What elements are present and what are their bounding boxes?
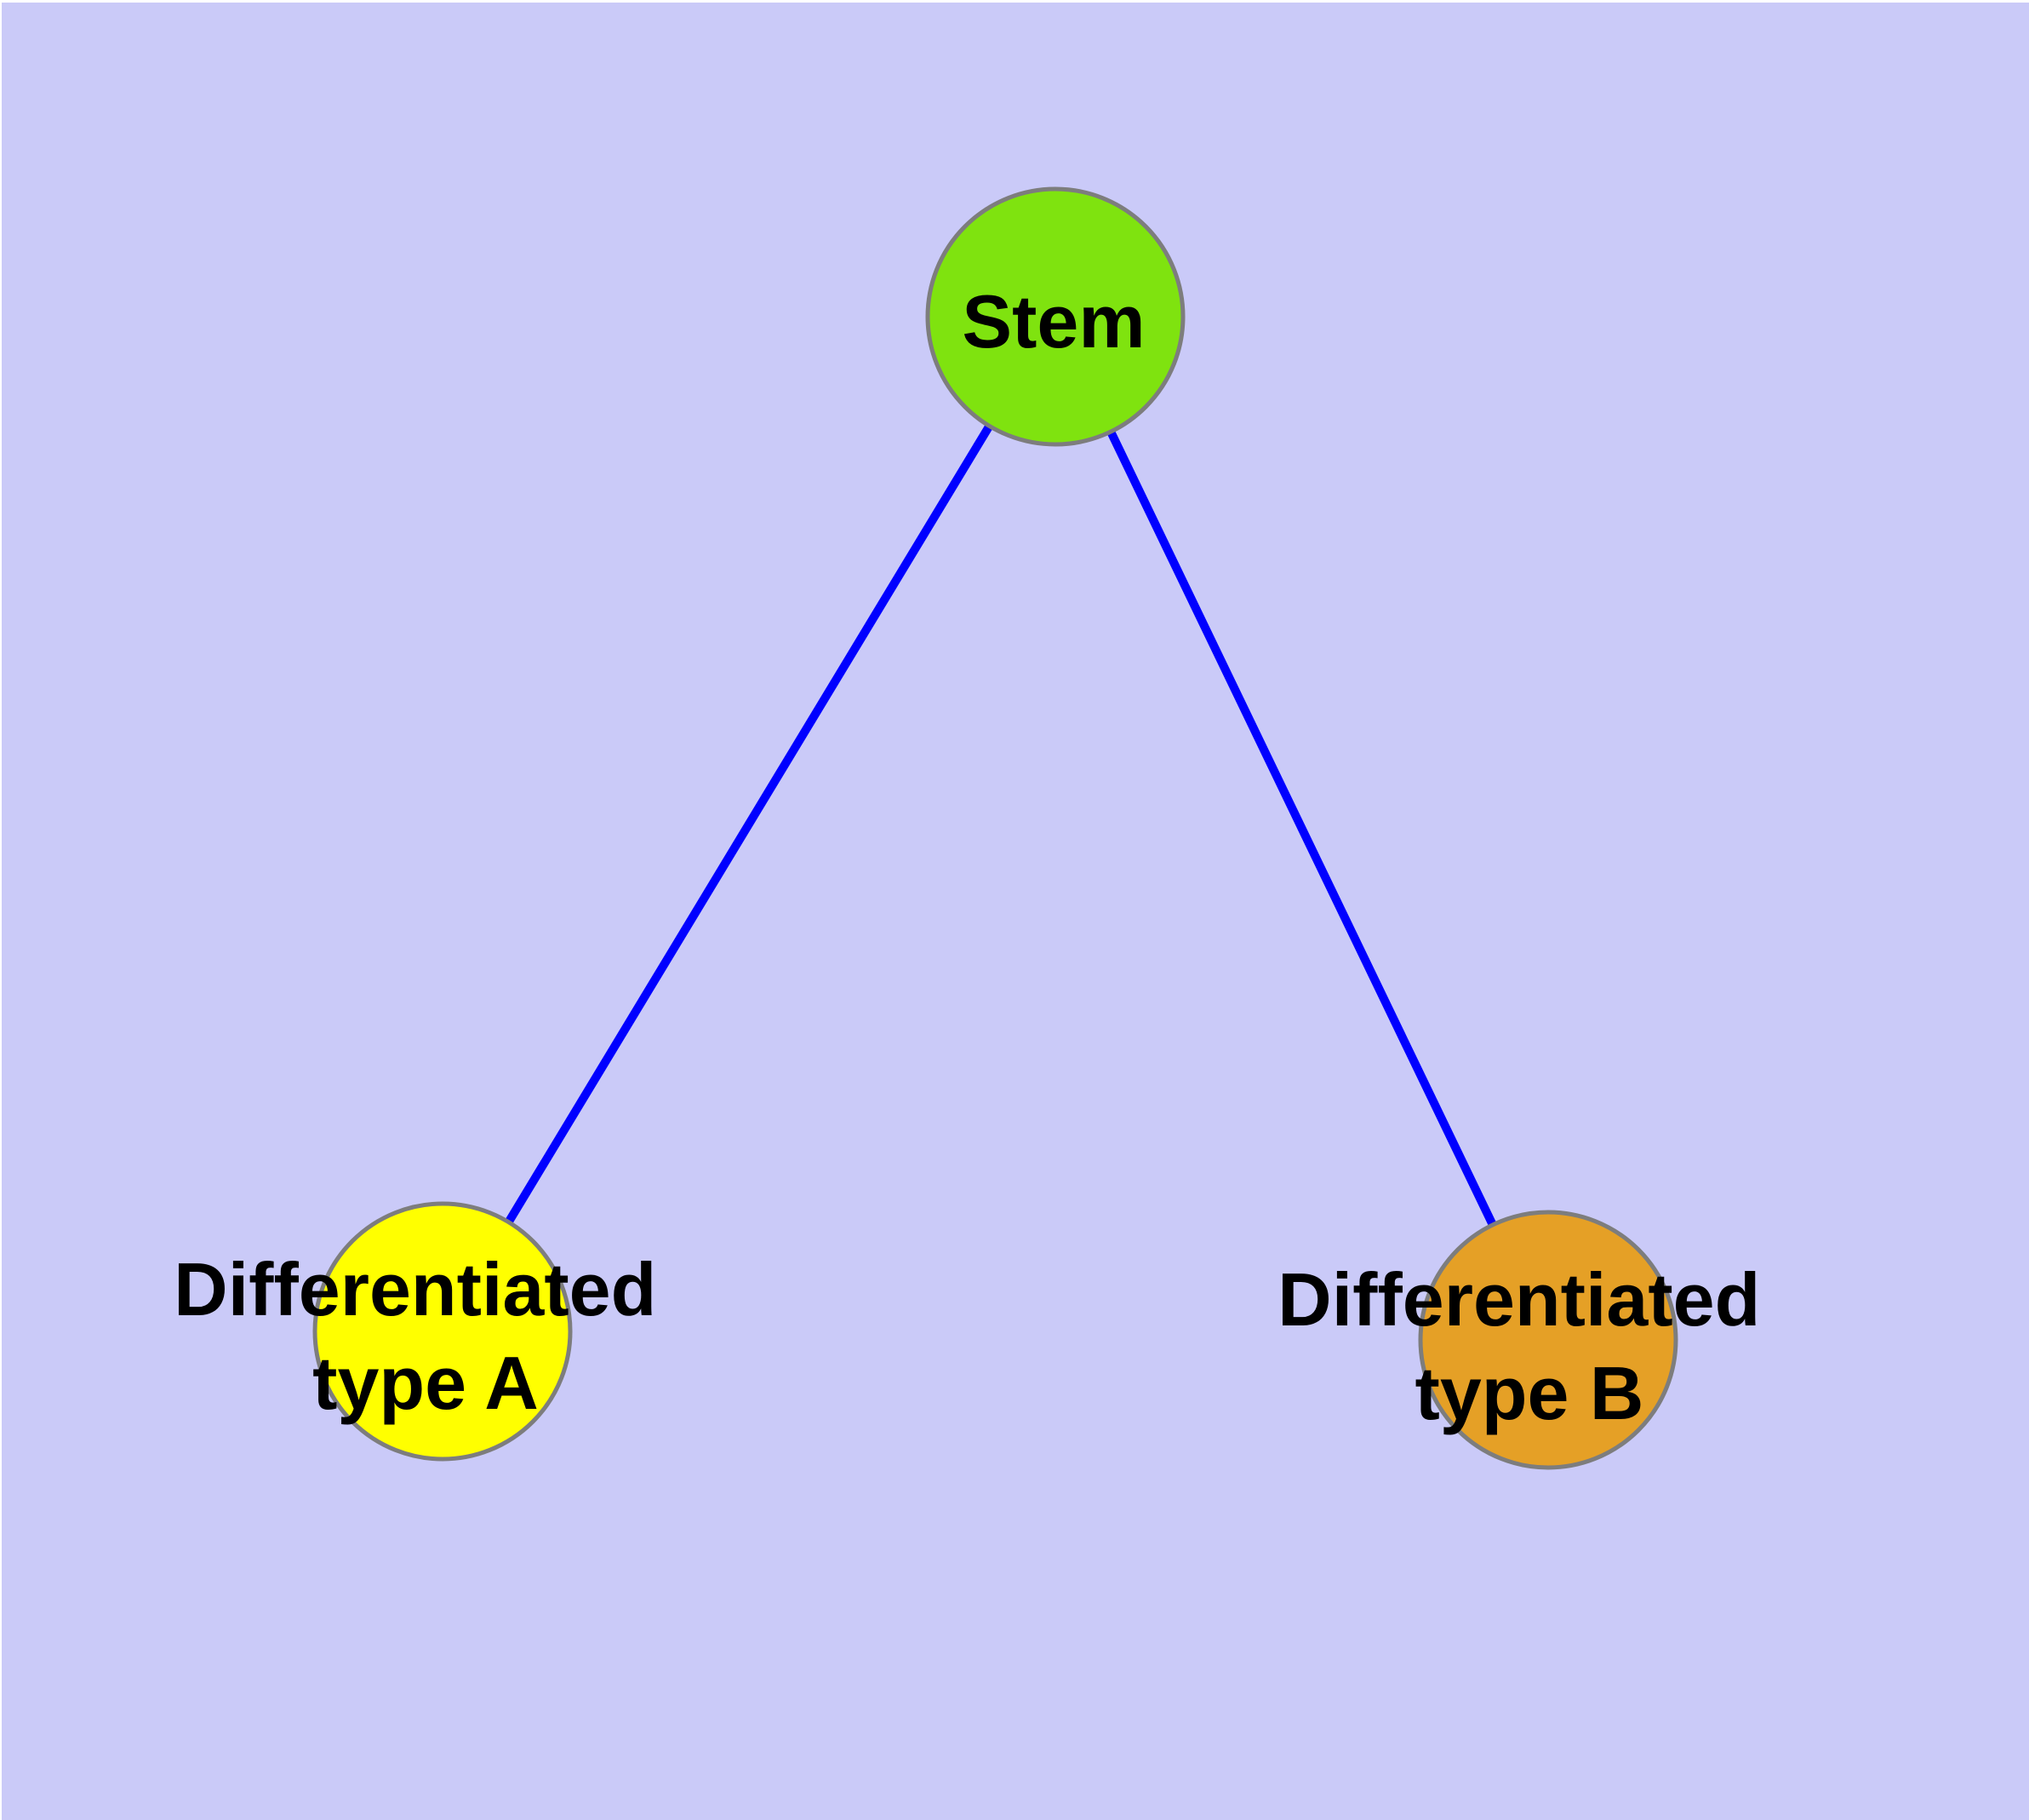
node-type-b-circle bbox=[1418, 1210, 1678, 1470]
node-type-a-circle bbox=[312, 1201, 573, 1462]
node-stem-circle bbox=[925, 186, 1186, 447]
node-type-b-label-line1: Differentiated bbox=[1277, 1257, 1760, 1342]
edge-stem-to-type-b bbox=[1051, 314, 1552, 1342]
node-type-a-label-line1: Differentiated bbox=[174, 1247, 656, 1331]
node-type-a-label: Differentiated type A bbox=[174, 1247, 677, 1425]
node-stem-label: Stem bbox=[962, 279, 1145, 363]
edge-stem-to-type-a bbox=[438, 314, 1060, 1334]
node-type-b-label-line2: type B bbox=[1415, 1351, 1644, 1435]
node-type-a-label-line2: type A bbox=[312, 1341, 539, 1425]
node-type-b-label: Differentiated type B bbox=[1277, 1257, 1781, 1435]
